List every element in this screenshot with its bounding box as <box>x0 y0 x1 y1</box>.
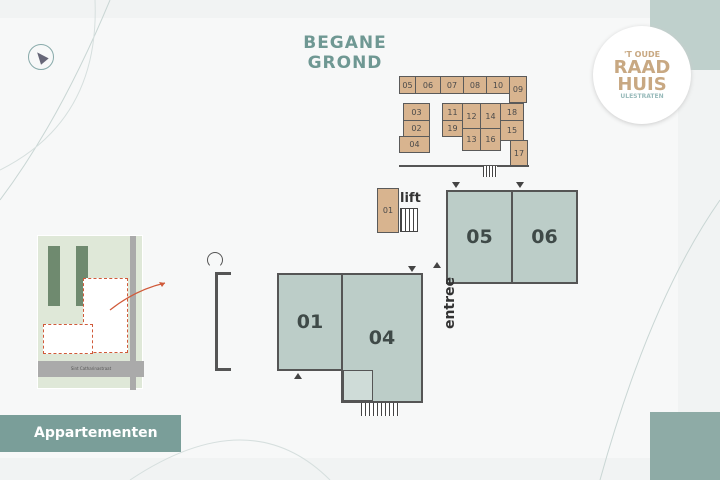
storage-15[interactable]: 15 <box>500 120 524 141</box>
compass-icon <box>28 44 54 70</box>
wall <box>215 272 231 275</box>
storage-18[interactable]: 18 <box>500 103 524 121</box>
storage-07[interactable]: 07 <box>440 76 464 94</box>
storage-19[interactable]: 19 <box>442 120 463 137</box>
lift-label: lift <box>400 191 421 206</box>
logo: 'T OUDE RAAD HUIS ULESTRATEN <box>593 26 691 124</box>
apartment-06[interactable]: 06 <box>511 190 578 284</box>
decor-block-bottom <box>650 412 720 480</box>
storage-17[interactable]: 17 <box>510 140 528 166</box>
entrance-arrow <box>516 182 524 188</box>
storage-02[interactable]: 02 <box>403 120 430 137</box>
storage-08[interactable]: 08 <box>463 76 487 94</box>
storage-11[interactable]: 11 <box>442 103 463 121</box>
storage-04[interactable]: 04 <box>399 136 430 153</box>
corridor-wall <box>399 165 529 167</box>
stairs-icon <box>400 208 418 232</box>
entrance-arrow <box>433 262 441 268</box>
apartment-04-annex <box>343 370 373 401</box>
storage-01[interactable]: 01 <box>377 188 399 233</box>
apartments-button[interactable]: Appartementen <box>0 415 181 452</box>
wall <box>215 272 218 370</box>
storage-05[interactable]: 05 <box>399 76 416 94</box>
wall <box>215 368 231 371</box>
street-label: Sint Catharinastraat <box>38 361 144 377</box>
storage-16[interactable]: 16 <box>480 128 501 151</box>
stairs-icon <box>483 166 497 177</box>
page-title: BEGANE GROND <box>303 33 387 73</box>
entrance-arrow <box>408 266 416 272</box>
storage-13[interactable]: 13 <box>462 128 481 151</box>
stairs-icon <box>361 403 399 416</box>
storage-10[interactable]: 10 <box>486 76 510 94</box>
storage-12[interactable]: 12 <box>462 103 481 129</box>
apartment-01[interactable]: 01 <box>277 273 343 371</box>
entree-label: entree <box>442 276 458 330</box>
pointer-arrow <box>109 282 166 311</box>
apartment-05[interactable]: 05 <box>446 190 513 284</box>
storage-03[interactable]: 03 <box>403 103 430 121</box>
entrance-arrow <box>294 373 302 379</box>
door-swing <box>207 252 223 268</box>
entrance-arrow <box>452 182 460 188</box>
storage-06[interactable]: 06 <box>415 76 441 94</box>
storage-09[interactable]: 09 <box>509 76 527 103</box>
storage-14[interactable]: 14 <box>480 103 501 129</box>
site-map-inset: Sint Catharinastraat <box>37 235 144 390</box>
